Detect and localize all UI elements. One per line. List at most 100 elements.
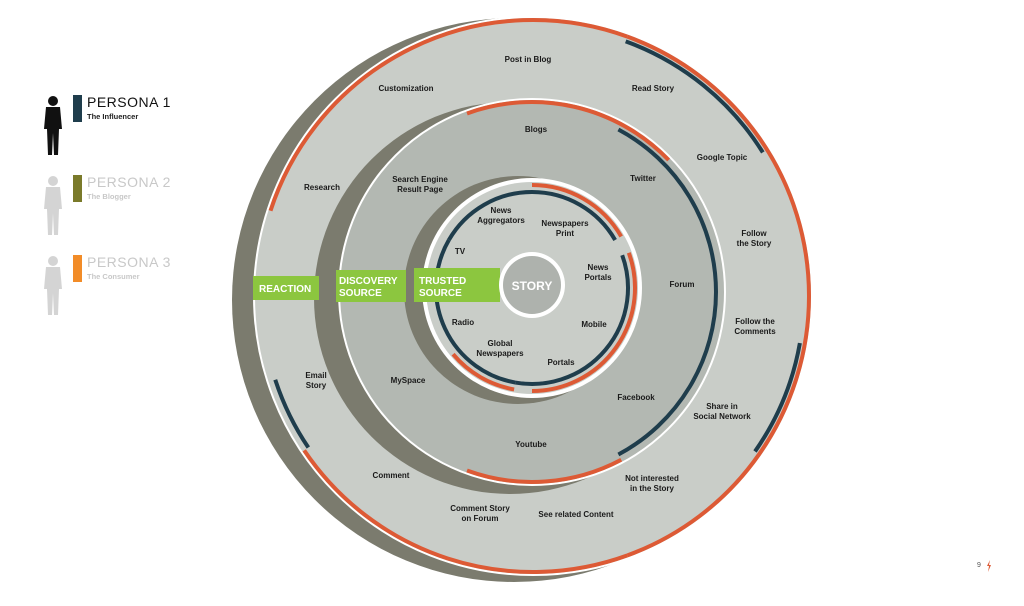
inner-arc-navy-top — [531, 190, 617, 242]
label-line: Share in — [706, 402, 738, 411]
outer-ring-label-research: Research — [304, 183, 340, 192]
label-line: Forum — [670, 280, 695, 289]
inner-ring-label-portals: Portals — [547, 358, 575, 367]
outer-arc-red-right — [626, 34, 811, 558]
middle-ring-label-youtube: Youtube — [515, 440, 547, 449]
person-silhouette-icon — [44, 256, 62, 315]
label-line: in the Story — [630, 484, 675, 493]
persona-2[interactable]: PERSONA 2 The Blogger — [38, 174, 238, 250]
label-line: Story — [306, 381, 327, 390]
label-line: Aggregators — [477, 216, 525, 225]
outer-arc-navy-email — [273, 379, 310, 449]
inner-ring-label-mobile: Mobile — [581, 320, 607, 329]
label-line: Email — [305, 371, 326, 380]
persona-2-subtitle: The Blogger — [87, 192, 131, 201]
middle-ring-label-twitter: Twitter — [630, 174, 656, 183]
label-line: See related Content — [538, 510, 613, 519]
inner-ring-arcs — [434, 183, 637, 393]
story-center — [503, 256, 561, 314]
middle-arc-navy-right — [617, 127, 718, 457]
persona-3-color-bar — [73, 255, 82, 282]
persona-3[interactable]: PERSONA 3 The Consumer — [38, 254, 238, 330]
label-line: Youtube — [515, 440, 547, 449]
label-line: Follow — [741, 229, 767, 238]
middle-ring-label-blogs: Blogs — [525, 125, 548, 134]
inner-arc-red-right — [531, 252, 637, 393]
outer-ring-label-google-topic: Google Topic — [697, 153, 748, 162]
middle-ring-label-myspace: MySpace — [391, 376, 426, 385]
story-label: STORY — [512, 279, 553, 293]
label-line: Blogs — [525, 125, 548, 134]
outer-ring-arcs — [268, 18, 811, 574]
label-line: Research — [304, 183, 340, 192]
middle-ring-label-facebook: Facebook — [617, 393, 655, 402]
label-line: Portals — [547, 358, 575, 367]
trusted-label-line1: TRUSTED — [419, 276, 466, 287]
inner-arc-navy-left — [434, 239, 516, 385]
label-line: Newspapers — [541, 219, 589, 228]
label-line: Facebook — [617, 393, 655, 402]
label-line: Post in Blog — [505, 55, 552, 64]
persona-3-subtitle: The Consumer — [87, 272, 140, 281]
middle-arc-red-bottom — [466, 457, 623, 484]
label-line: TV — [455, 247, 466, 256]
label-line: Print — [556, 229, 575, 238]
label-line: Not interested — [625, 474, 679, 483]
inner-arc-red-bottom — [451, 352, 515, 392]
persona-3-title: PERSONA 3 — [87, 254, 171, 270]
label-line: Mobile — [581, 320, 607, 329]
label-line: Twitter — [630, 174, 656, 183]
outer-arc-navy-read-story — [625, 39, 765, 154]
label-line: News — [491, 206, 512, 215]
persona-1[interactable]: PERSONA 1 The Influencer — [38, 94, 238, 170]
middle-ring-arcs — [466, 100, 718, 484]
outer-arc-navy-share — [753, 342, 802, 453]
logo-mark-icon — [987, 560, 991, 572]
outer-ring-label-see-related-content: See related Content — [538, 510, 613, 519]
reaction-band — [253, 276, 319, 300]
label-line: Follow the — [735, 317, 775, 326]
label-line: Result Page — [397, 185, 443, 194]
person-silhouette-icon — [44, 96, 62, 155]
inner-arc-navy-right — [514, 254, 630, 386]
persona-2-color-bar — [73, 175, 82, 202]
label-line: Global — [488, 339, 513, 348]
persona-1-subtitle: The Influencer — [87, 112, 139, 121]
inner-arc-navy-topleft — [447, 190, 533, 242]
person-silhouette-icon — [44, 176, 62, 235]
label-line: the Story — [737, 239, 772, 248]
outer-ring-label-read-story: Read Story — [632, 84, 675, 93]
discovery-label-line2: SOURCE — [339, 288, 382, 299]
middle-arc-red-top — [466, 100, 671, 162]
persona-1-color-bar — [73, 95, 82, 122]
label-line: Radio — [452, 318, 474, 327]
label-line: Search Engine — [392, 175, 448, 184]
reaction-label: REACTION — [259, 284, 311, 295]
label-line: on Forum — [462, 514, 499, 523]
trusted-label-line2: SOURCE — [419, 288, 462, 299]
discovery-band — [336, 270, 406, 302]
label-line: Comment Story — [450, 504, 510, 513]
label-line: Social Network — [693, 412, 751, 421]
trusted-band — [414, 268, 500, 302]
label-line: Newspapers — [476, 349, 524, 358]
persona-2-title: PERSONA 2 — [87, 174, 171, 190]
label-line: Comments — [734, 327, 776, 336]
inner-ring-label-tv: TV — [455, 247, 466, 256]
persona-1-title: PERSONA 1 — [87, 94, 171, 110]
middle-ring-label-forum: Forum — [670, 280, 695, 289]
label-line: Read Story — [632, 84, 675, 93]
inner-ring-label-radio: Radio — [452, 318, 474, 327]
discovery-band-shadow — [406, 270, 414, 302]
